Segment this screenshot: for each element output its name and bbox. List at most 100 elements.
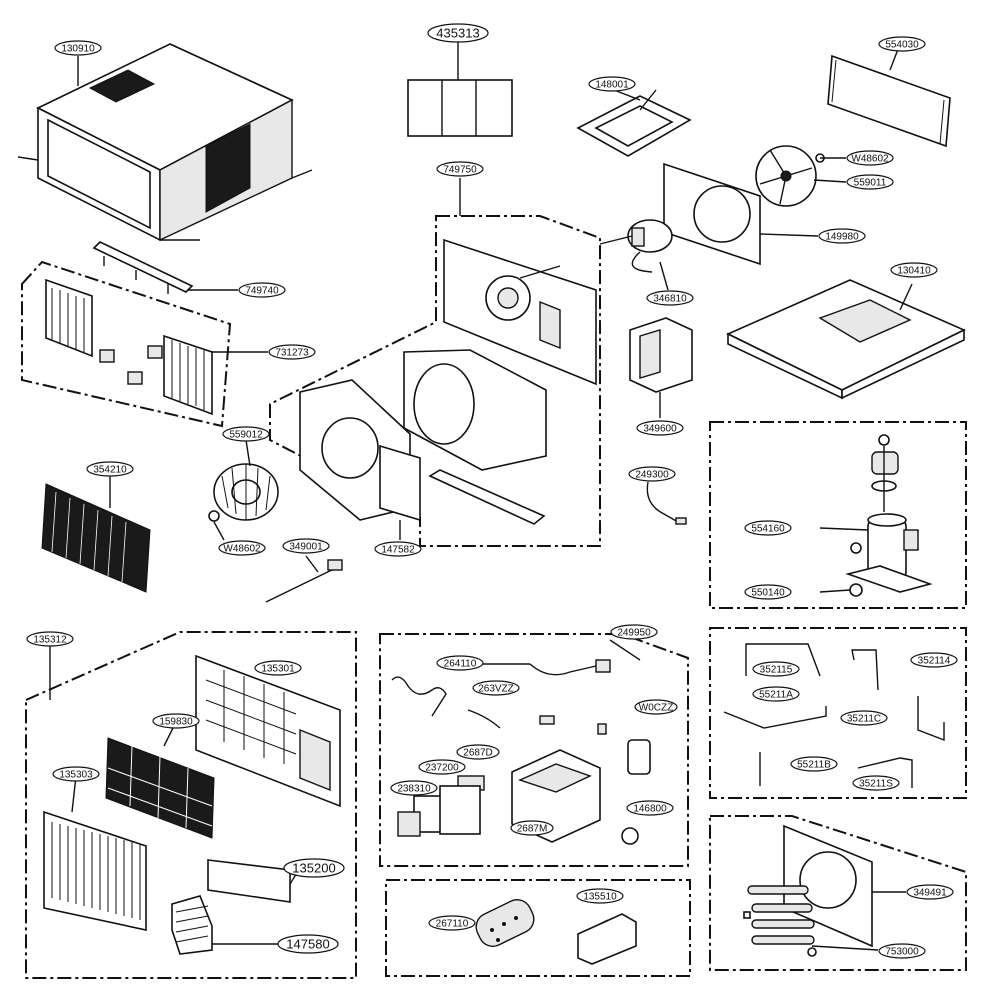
- svg-text:135200: 135200: [292, 861, 335, 876]
- remote-group: [385, 879, 691, 977]
- label-35211C: 35211C: [840, 710, 888, 726]
- label-237200: 237200: [418, 759, 466, 775]
- svg-text:263VZZ: 263VZZ: [478, 684, 514, 695]
- svg-text:559012: 559012: [229, 430, 263, 441]
- svg-text:435313: 435313: [436, 26, 479, 41]
- svg-text:148001: 148001: [595, 80, 629, 91]
- base-pan-part: [726, 279, 966, 400]
- svg-text:238310: 238310: [397, 784, 431, 795]
- label-130910: 130910: [54, 40, 102, 56]
- label-35211S: 35211S: [852, 775, 900, 791]
- label-147580: 147580: [277, 934, 339, 954]
- svg-text:159830: 159830: [159, 717, 193, 728]
- label-559012: 559012: [222, 426, 270, 442]
- tube-group: [709, 627, 967, 799]
- cabinet-part: [17, 43, 313, 242]
- label-264110: 264110: [436, 655, 484, 671]
- svg-text:352115: 352115: [760, 665, 793, 676]
- air-guide-group: [269, 178, 601, 547]
- svg-text:559011: 559011: [854, 178, 887, 189]
- label-263VZZ: 263VZZ: [472, 680, 520, 696]
- svg-text:349001: 349001: [289, 542, 323, 553]
- label-550140: 550140: [744, 584, 792, 600]
- label-135301: 135301: [254, 660, 302, 676]
- rail-part: [92, 241, 238, 294]
- svg-text:55211A: 55211A: [759, 690, 793, 701]
- label-349001: 349001: [282, 538, 330, 554]
- label-749740: 749740: [238, 282, 286, 298]
- manual-part: [407, 42, 513, 137]
- label-731273: 731273: [268, 344, 316, 360]
- condenser-part: [827, 43, 951, 148]
- label-2687M: 2687M: [510, 820, 554, 836]
- side-curtain-group: [21, 260, 268, 428]
- svg-text:147580: 147580: [286, 937, 329, 952]
- svg-text:146800: 146800: [633, 804, 667, 815]
- shroud-group: [709, 815, 967, 971]
- label-354210: 354210: [86, 461, 134, 477]
- label-147582: 147582: [374, 541, 422, 557]
- label-238310: 238310: [390, 780, 438, 796]
- svg-text:2687D: 2687D: [463, 748, 492, 759]
- label-349491: 349491: [906, 884, 954, 900]
- svg-text:130410: 130410: [897, 266, 931, 277]
- svg-text:W48602: W48602: [851, 154, 889, 165]
- svg-text:2687M: 2687M: [517, 824, 548, 835]
- label-435313: 435313: [427, 23, 489, 43]
- label-W48602-b: W48602: [218, 540, 266, 556]
- label-249300: 249300: [628, 466, 676, 482]
- label-W0CZZ: W0CZZ: [634, 699, 678, 715]
- label-352115: 352115: [752, 661, 800, 677]
- label-135510: 135510: [576, 888, 624, 904]
- evaporator-part: [41, 476, 151, 593]
- svg-text:W0CZZ: W0CZZ: [639, 703, 673, 714]
- label-249950: 249950: [610, 624, 658, 640]
- label-135200: 135200: [283, 858, 345, 878]
- svg-text:731273: 731273: [275, 348, 309, 359]
- svg-text:264110: 264110: [444, 659, 477, 670]
- svg-text:149980: 149980: [825, 232, 859, 243]
- svg-text:135312: 135312: [33, 635, 67, 646]
- svg-text:267110: 267110: [436, 919, 469, 930]
- svg-text:130910: 130910: [61, 44, 95, 55]
- leader-lines: [77, 56, 657, 111]
- label-2687D: 2687D: [456, 744, 500, 760]
- label-55211B: 55211B: [790, 756, 838, 772]
- front-grille-group: [25, 631, 357, 979]
- svg-text:135303: 135303: [59, 770, 93, 781]
- label-W48602: W48602: [846, 150, 894, 166]
- svg-text:349491: 349491: [913, 888, 947, 899]
- svg-text:35211C: 35211C: [847, 714, 881, 725]
- svg-text:749750: 749750: [443, 165, 477, 176]
- compressor-group: [709, 421, 967, 609]
- label-135312: 135312: [26, 631, 74, 647]
- svg-text:346810: 346810: [653, 294, 687, 305]
- svg-text:W48602: W48602: [223, 544, 261, 555]
- svg-text:135510: 135510: [583, 892, 617, 903]
- control-box-part: [629, 317, 693, 418]
- svg-text:35211S: 35211S: [859, 779, 893, 790]
- svg-text:554160: 554160: [751, 524, 785, 535]
- svg-text:753000: 753000: [885, 947, 919, 958]
- label-753000: 753000: [878, 943, 926, 959]
- label-148001: 148001: [588, 76, 636, 92]
- svg-text:249950: 249950: [617, 628, 651, 639]
- label-554030: 554030: [878, 36, 926, 52]
- label-352114: 352114: [910, 652, 958, 668]
- label-159830: 159830: [152, 713, 200, 729]
- svg-text:55211B: 55211B: [797, 760, 831, 771]
- electrical-group: [379, 633, 689, 867]
- blower-wheel-part: [208, 439, 279, 541]
- label-749750: 749750: [436, 161, 484, 177]
- label-559011: 559011: [846, 174, 894, 190]
- svg-text:354210: 354210: [93, 465, 127, 476]
- thermistor-part: [646, 481, 687, 525]
- svg-text:352114: 352114: [918, 656, 951, 667]
- label-130410: 130410: [890, 262, 938, 278]
- svg-text:749740: 749740: [245, 286, 279, 297]
- svg-text:554030: 554030: [885, 40, 919, 51]
- svg-text:349600: 349600: [643, 424, 677, 435]
- svg-text:135301: 135301: [261, 664, 295, 675]
- svg-text:147582: 147582: [381, 545, 415, 556]
